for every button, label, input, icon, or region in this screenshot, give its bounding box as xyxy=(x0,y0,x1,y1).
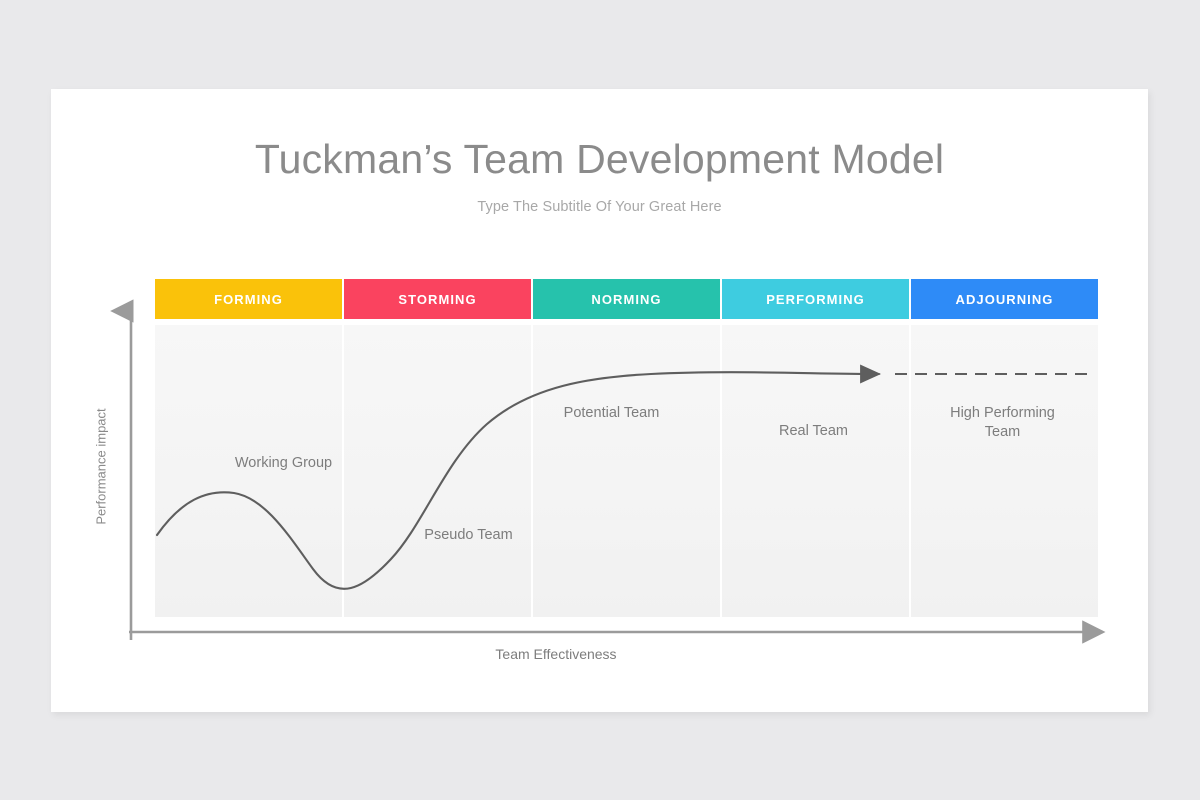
stage-header-label-norming: NORMING xyxy=(591,291,662,307)
stage-header-norming[interactable]: NORMING xyxy=(533,279,720,319)
performance-curve xyxy=(155,364,1095,590)
stage-header-performing[interactable]: PERFORMING xyxy=(722,279,909,319)
stage-header-storming[interactable]: STORMING xyxy=(344,279,531,319)
page-subtitle: Type The Subtitle Of Your Great Here xyxy=(477,199,722,215)
y-axis-title: Performance impact xyxy=(93,408,109,525)
tuckman-diagram: FORMING STORMING NORMING PERFORMING ADJO… xyxy=(51,89,1148,712)
stage-panel-forming xyxy=(155,325,342,617)
stage-note-working-group: Working Group xyxy=(234,455,333,471)
stage-header-label-adjourning: ADJOURNING xyxy=(955,291,1054,307)
stage-header-forming[interactable]: FORMING xyxy=(155,279,342,319)
stage-header-label-storming: STORMING xyxy=(398,291,477,307)
stage-panel-storming xyxy=(344,325,531,617)
page-title: Tuckman’s Team Development Model xyxy=(254,136,945,182)
stage-note-potential-team: Potential Team xyxy=(563,405,660,421)
curve-solid-segment xyxy=(155,364,882,590)
chart-axes xyxy=(110,299,1106,644)
stage-header-adjourning[interactable]: ADJOURNING xyxy=(911,279,1098,319)
stage-header-label-performing: PERFORMING xyxy=(766,291,865,307)
stage-note-pseudo-team: Pseudo Team xyxy=(424,527,513,543)
stage-header-label-forming: FORMING xyxy=(214,291,283,307)
stage-note-high-performing-team: High Performing Team xyxy=(950,405,1055,440)
x-axis-title: Team Effectiveness xyxy=(495,646,617,662)
slide-card: Tuckman’s Team Development Model Type Th… xyxy=(51,89,1148,712)
stage-note-real-team: Real Team xyxy=(778,423,849,439)
